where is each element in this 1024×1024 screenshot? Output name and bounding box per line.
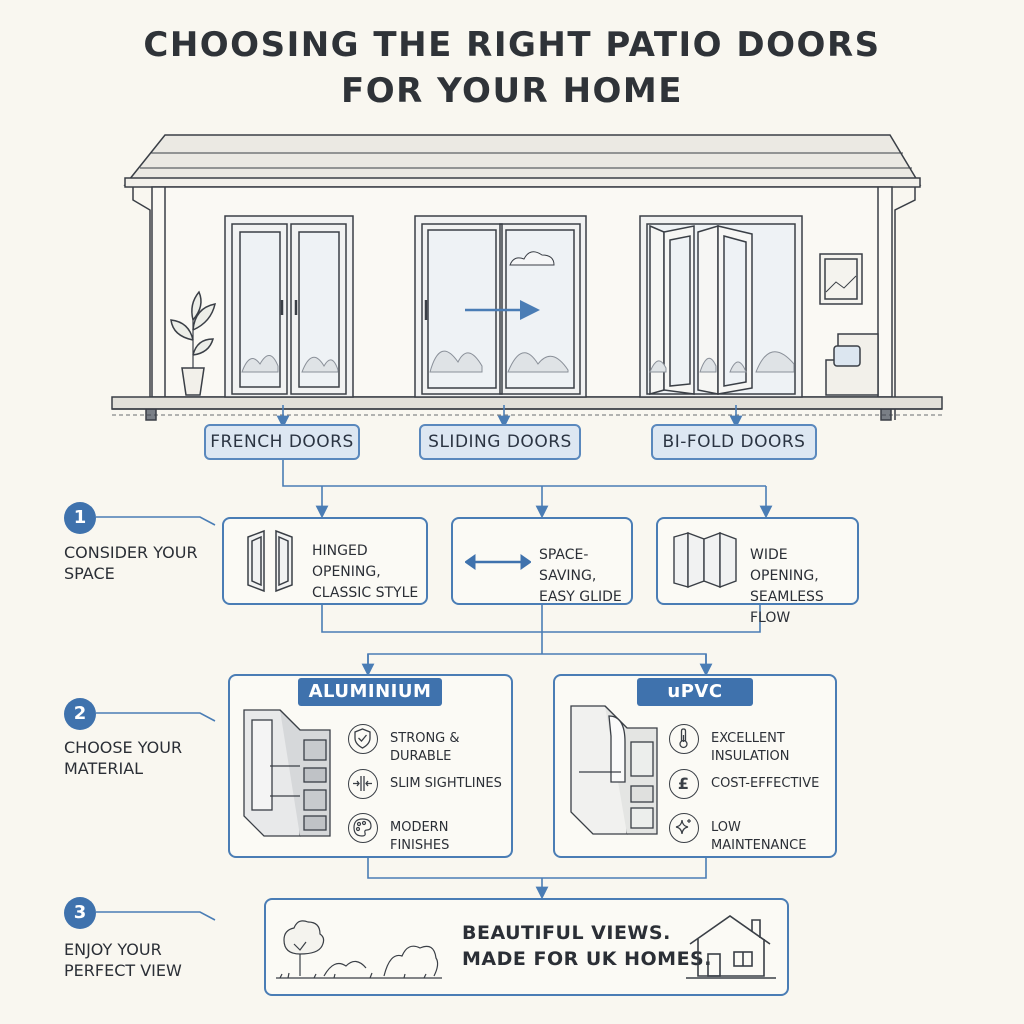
result-box: BEAUTIFUL VIEWS. MADE FOR UK HOMES.	[264, 898, 789, 996]
step-1-label-line-1: CONSIDER YOUR	[64, 543, 198, 562]
step-1-label: CONSIDER YOUR SPACE	[64, 542, 198, 584]
pound-icon: £	[669, 769, 699, 799]
feature-excellent-insulation: EXCELLENT INSULATION	[711, 731, 790, 764]
slim-lines-icon	[348, 769, 378, 799]
space-option-sliding-text: SPACE-SAVING, EASY GLIDE	[539, 545, 633, 608]
feature-low-maintenance: LOW MAINTENANCE	[711, 820, 807, 853]
step-2-number: 2	[64, 698, 96, 730]
bifold-door-icon	[673, 531, 737, 589]
space-option-sliding-line-2: EASY GLIDE	[539, 589, 622, 605]
feature-strong-durable: STRONG & DURABLE	[390, 731, 460, 764]
upvc-profile-icon	[570, 705, 658, 835]
feature-modern-finishes: MODERN FINISHES	[390, 820, 450, 853]
space-option-bifold-line-1: WIDE OPENING,	[750, 547, 819, 584]
thermometer-icon	[669, 724, 699, 754]
space-option-bifold-line-2: SEAMLESS FLOW	[750, 589, 824, 626]
french-door-icon	[247, 529, 293, 593]
result-line-1: BEAUTIFUL VIEWS.	[462, 922, 671, 944]
space-option-hinged-line-2: CLASSIC STYLE	[312, 585, 419, 601]
step-1-label-line-2: SPACE	[64, 564, 115, 583]
page-title: CHOOSING THE RIGHT PATIO DOORS FOR YOUR …	[0, 22, 1024, 114]
feature-slim-sightlines: SLIM SIGHTLINES	[390, 776, 502, 791]
result-line-2: MADE FOR UK HOMES.	[462, 948, 712, 970]
step-1-number: 1	[64, 502, 96, 534]
landscape-icon	[276, 920, 442, 979]
step-3-label-line-2: PERFECT VIEW	[64, 961, 182, 980]
shield-check-icon	[348, 724, 378, 754]
step-3-label: ENJOY YOUR PERFECT VIEW	[64, 939, 182, 981]
material-aluminium-header: ALUMINIUM	[298, 678, 442, 706]
space-option-sliding-line-1: SPACE-SAVING,	[539, 547, 597, 584]
sparkle-icon	[669, 813, 699, 843]
svg-text:£: £	[678, 774, 689, 793]
material-upvc-header: uPVC	[637, 678, 753, 706]
title-line-2: FOR YOUR HOME	[340, 71, 683, 111]
space-option-sliding: SPACE-SAVING, EASY GLIDE	[451, 517, 633, 605]
door-type-french: FRENCH DOORS	[204, 424, 360, 460]
aluminium-profile-icon	[243, 709, 331, 837]
title-line-1: CHOOSING THE RIGHT PATIO DOORS	[143, 25, 881, 65]
step-3-label-line-1: ENJOY YOUR	[64, 940, 162, 959]
step-2-label-line-1: CHOOSE YOUR	[64, 738, 183, 757]
house-icon	[686, 915, 776, 979]
space-option-hinged-line-1: HINGED OPENING,	[312, 543, 381, 580]
palette-icon	[348, 813, 378, 843]
double-arrow-icon	[465, 554, 531, 570]
step-2-label: CHOOSE YOUR MATERIAL	[64, 737, 182, 779]
space-option-bifold: WIDE OPENING, SEAMLESS FLOW	[656, 517, 859, 626]
door-type-bifold: BI-FOLD DOORS	[651, 424, 817, 460]
step-3-number: 3	[64, 897, 96, 929]
feature-cost-effective: COST-EFFECTIVE	[711, 776, 820, 791]
house-illustration	[111, 134, 943, 421]
space-option-hinged-text: HINGED OPENING, CLASSIC STYLE	[312, 541, 428, 604]
step-2-label-line-2: MATERIAL	[64, 759, 144, 778]
material-card-upvc: uPVC EXCELLENT INSULATION £ COST-EFFECTI…	[553, 674, 837, 858]
space-option-bifold-text: WIDE OPENING, SEAMLESS FLOW	[750, 545, 858, 629]
flow-connectors	[96, 405, 773, 921]
door-type-sliding: SLIDING DOORS	[419, 424, 581, 460]
material-card-aluminium: ALUMINIUM STRONG & DURABLE SLIM SIGHTLIN…	[228, 674, 513, 858]
result-text: BEAUTIFUL VIEWS. MADE FOR UK HOMES.	[462, 920, 712, 972]
space-option-hinged: HINGED OPENING, CLASSIC STYLE	[222, 517, 428, 605]
